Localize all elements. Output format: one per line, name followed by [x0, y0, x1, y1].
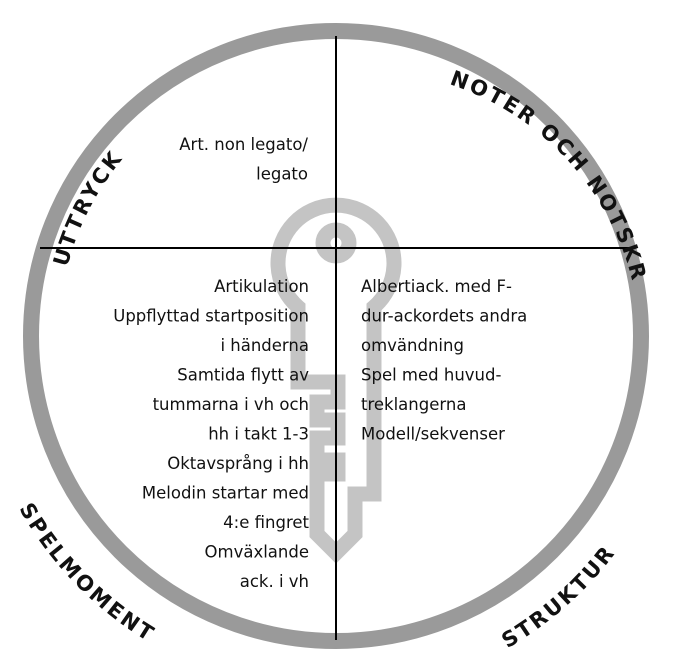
quadrant-line: dur-ackordets andra: [361, 307, 527, 326]
label-struktur: STRUKTUR: [497, 540, 620, 653]
quadrant-line: i händerna: [220, 336, 309, 355]
quadrant-struktur-text: Albertiack. med F-dur-ackordets andra omv…: [361, 277, 527, 444]
quadrant-line: ack. i vh: [240, 572, 309, 591]
quadrant-line: hh i takt 1-3: [208, 425, 309, 444]
quadrant-line: Artikulation: [214, 277, 309, 296]
quadrant-line: Oktavsprång i hh: [167, 454, 309, 473]
quadrant-line: 4:e fingret: [223, 513, 309, 532]
quadrant-line: tummarna i vh och: [153, 395, 309, 414]
quadrant-line: Omväxlande: [205, 543, 309, 562]
quadrant-line: treklangerna: [361, 395, 466, 414]
quadrant-line: Uppflyttad startposition: [113, 307, 309, 326]
quadrant-line: Spel med huvud-: [361, 366, 501, 385]
outer-ring: [23, 23, 649, 649]
key-outline: [270, 197, 402, 564]
quadrant-line: omvändning: [361, 336, 464, 355]
quadrant-line: Albertiack. med F-: [361, 277, 512, 296]
quadrant-line: Melodin startar med: [142, 484, 309, 503]
quadrant-uttryck-text: Art. non legato/legato: [179, 135, 308, 184]
quadrant-line: Modell/sekvenser: [361, 425, 505, 444]
quadrant-line: Samtida flytt av: [177, 366, 309, 385]
quadrant-line: legato: [256, 165, 308, 184]
quadrant-line: Art. non legato/: [179, 135, 308, 154]
